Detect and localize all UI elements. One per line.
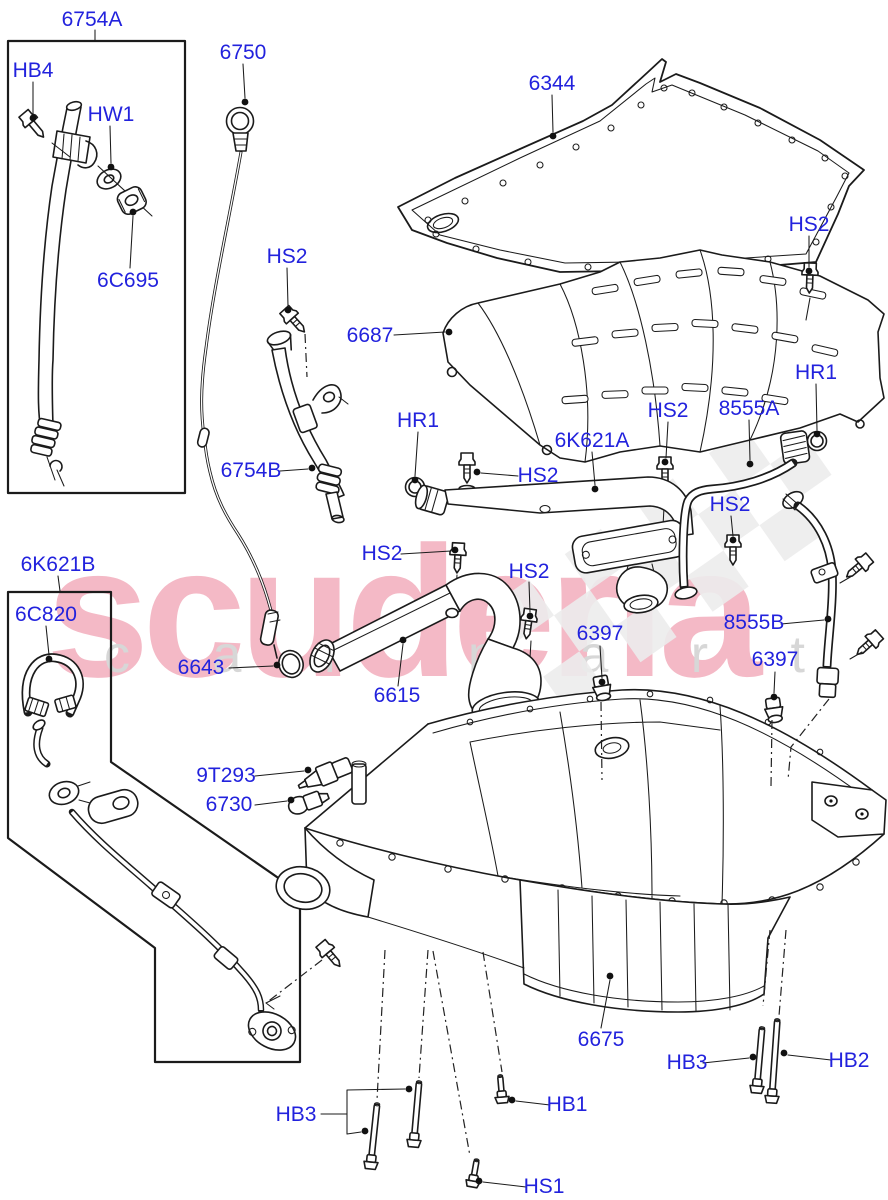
part-label-6750[interactable]: 6750 (220, 41, 267, 64)
part-label-6397-left[interactable]: 6397 (577, 622, 624, 645)
part-6C820-hose-drawing (21, 653, 84, 768)
part-6K621B-tube-drawing (48, 780, 297, 1051)
part-HW1-washer-drawing (96, 168, 122, 190)
watermark-tagline-car: c a r (104, 626, 375, 684)
part-label-HS2-mid-right[interactable]: HS2 (648, 399, 689, 422)
part-6397-right-drawing (764, 696, 784, 724)
part-label-6754A[interactable]: 6754A (62, 8, 123, 31)
part-6397-left-drawing (591, 674, 612, 702)
part-label-HR1-mid[interactable]: HR1 (397, 409, 439, 432)
part-8555A-tube-drawing (674, 430, 811, 600)
part-screw-8555b-upper (840, 550, 876, 584)
part-label-6K621A[interactable]: 6K621A (555, 429, 630, 452)
assembly-axis-lines (376, 698, 830, 1157)
hs2-6754b-axis (304, 333, 308, 378)
part-label-HB1[interactable]: HB1 (547, 1093, 588, 1116)
part-HB1-bolt (492, 1073, 511, 1105)
part-label-HW1[interactable]: HW1 (88, 103, 135, 126)
hs2-axis-3 (529, 640, 532, 659)
part-label-HS2-6615-right[interactable]: HS2 (509, 560, 550, 583)
flange-bolt-arrow (265, 995, 281, 1010)
part-6C695-grommet-drawing (116, 186, 147, 216)
part-HS2-screw-pickup (458, 452, 476, 484)
part-label-6643[interactable]: 6643 (178, 656, 225, 679)
part-8555B-tube-drawing (782, 490, 840, 699)
group-box-6754A (6, 39, 187, 495)
part-HR2-clip-drawing (49, 459, 65, 487)
part-label-6397-right[interactable]: 6397 (752, 648, 799, 671)
part-label-6C820[interactable]: 6C820 (15, 603, 77, 626)
part-label-HS2-windage-left[interactable]: HS2 (267, 245, 308, 268)
part-label-HB2[interactable]: HB2 (829, 1049, 870, 1072)
part-label-HR1-right[interactable]: HR1 (795, 361, 837, 384)
part-label-HS2-8555b[interactable]: HS2 (710, 493, 751, 516)
part-6750-dipstick-drawing (196, 106, 281, 659)
part-6675-oil-pan-drawing (275, 688, 887, 1013)
part-screw-6k621b-flange (313, 937, 347, 973)
part-label-6754B[interactable]: 6754B (221, 459, 282, 482)
part-label-HB3-bottom-left[interactable]: HB3 (276, 1103, 317, 1126)
part-label-8555B[interactable]: 8555B (724, 611, 785, 634)
part-label-6615[interactable]: 6615 (374, 684, 421, 707)
part-6754B-tube-drawing (266, 330, 349, 524)
hb4-axis-line (51, 142, 71, 158)
part-label-6675[interactable]: 6675 (578, 1028, 625, 1051)
part-HB3-bolt-1 (362, 1101, 385, 1171)
part-HB2-bolt (763, 1017, 786, 1105)
leader-lines (29, 29, 832, 1188)
part-label-8555A[interactable]: 8555A (719, 397, 780, 420)
part-label-6C695[interactable]: 6C695 (97, 269, 159, 292)
part-6344-gasket-drawing (397, 58, 865, 273)
part-label-6730[interactable]: 6730 (206, 793, 253, 816)
part-6754A-tube-drawing (30, 100, 98, 481)
part-HB4-bolt-drawing (18, 108, 45, 138)
part-label-HS2-pickup[interactable]: HS2 (518, 464, 559, 487)
flange-bolt-axis (265, 959, 323, 1004)
part-label-HS1[interactable]: HS1 (524, 1175, 565, 1198)
group-box-6K621B (6, 590, 302, 1064)
part-label-6344[interactable]: 6344 (529, 72, 576, 95)
part-label-HS2-top-right[interactable]: HS2 (789, 213, 830, 236)
part-label-HS2-6615-left[interactable]: HS2 (362, 542, 403, 565)
part-label-9T293[interactable]: 9T293 (196, 764, 256, 787)
part-6687-windage-tray-drawing (442, 249, 885, 463)
part-9T293-sensor-drawing (297, 757, 354, 789)
part-label-6K621B[interactable]: 6K621B (21, 553, 96, 576)
part-label-6687[interactable]: 6687 (347, 324, 394, 347)
part-label-HB3-bottom-right[interactable]: HB3 (667, 1051, 708, 1074)
part-6643-oring-drawing (278, 649, 304, 679)
screw-axis-lines (839, 575, 863, 660)
part-label-HB4[interactable]: HB4 (13, 59, 54, 82)
